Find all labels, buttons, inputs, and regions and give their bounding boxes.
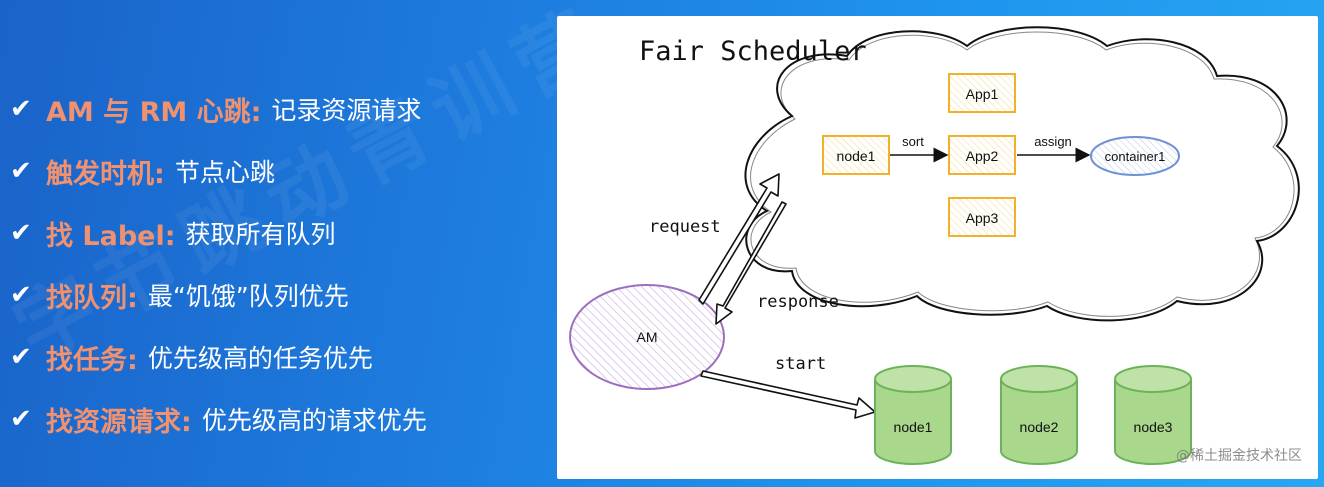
bullet-find-task: ✔ 找任务: 优先级高的任务优先 xyxy=(10,326,550,388)
bullet-key: AM 与 RM 心跳: xyxy=(46,96,262,128)
bullet-key: 找资源请求: xyxy=(46,406,192,438)
bullet-desc: 获取所有队列 xyxy=(185,220,336,249)
bullet-desc: 优先级高的请求优先 xyxy=(201,406,427,435)
sort-label: sort xyxy=(902,134,924,149)
bullet-am-rm-heartbeat: ✔ AM 与 RM 心跳: 记录资源请求 xyxy=(10,78,550,140)
bullet-key: 找队列: xyxy=(46,282,138,314)
bullet-key: 找 Label: xyxy=(46,220,176,252)
app-box-2 xyxy=(948,135,1016,175)
cloud-shape xyxy=(744,26,1300,322)
site-watermark: @稀土掘金技术社区 xyxy=(1176,448,1302,464)
checkmark-icon: ✔ xyxy=(10,218,32,248)
am-label: AM xyxy=(637,329,658,345)
container-ellipse xyxy=(1090,136,1180,176)
app-box-3-label: App3 xyxy=(966,210,999,226)
bullet-desc: 记录资源请求 xyxy=(271,96,422,125)
start-label: start xyxy=(775,354,826,374)
cylinder-node2: node2 xyxy=(1000,365,1078,465)
response-arrow xyxy=(715,201,787,325)
response-label: response xyxy=(757,292,839,312)
app-box-1-label: App1 xyxy=(966,86,999,102)
app-box-2-label: App2 xyxy=(966,148,999,164)
bullet-key: 触发时机: xyxy=(46,158,165,190)
request-arrow xyxy=(698,173,780,305)
cylinder-node1: node1 xyxy=(874,365,952,465)
bullet-desc: 优先级高的任务优先 xyxy=(147,344,373,373)
bullet-desc: 最“饥饿”队列优先 xyxy=(147,282,349,311)
checkmark-icon: ✔ xyxy=(10,342,32,372)
bullet-desc: 节点心跳 xyxy=(174,158,275,187)
checkmark-icon: ✔ xyxy=(10,94,32,124)
assign-label: assign xyxy=(1034,134,1072,149)
bullet-list: ✔ AM 与 RM 心跳: 记录资源请求 ✔ 触发时机: 节点心跳 ✔ 找 La… xyxy=(10,78,550,450)
cylinder-node1-label: node1 xyxy=(894,419,933,435)
node-box-label: node1 xyxy=(837,148,876,164)
request-label: request xyxy=(649,217,721,237)
bullet-find-label: ✔ 找 Label: 获取所有队列 xyxy=(10,202,550,264)
cylinder-node3-label: node3 xyxy=(1134,419,1173,435)
app-box-1 xyxy=(948,73,1016,113)
node-box xyxy=(822,135,890,175)
checkmark-icon: ✔ xyxy=(10,156,32,186)
diagram-panel: Fair Scheduler node1 App1 App2 App3 sort… xyxy=(557,16,1318,479)
diagram-title: Fair Scheduler xyxy=(639,36,867,67)
am-ellipse xyxy=(569,284,725,390)
container-label: container1 xyxy=(1105,149,1166,164)
checkmark-icon: ✔ xyxy=(10,404,32,434)
checkmark-icon: ✔ xyxy=(10,280,32,310)
bullet-key: 找任务: xyxy=(46,344,138,376)
start-arrow xyxy=(700,370,876,419)
bullet-find-request: ✔ 找资源请求: 优先级高的请求优先 xyxy=(10,388,550,450)
app-box-3 xyxy=(948,197,1016,237)
cylinder-node3: node3 xyxy=(1114,365,1192,465)
bullet-find-queue: ✔ 找队列: 最“饥饿”队列优先 xyxy=(10,264,550,326)
bullet-trigger-timing: ✔ 触发时机: 节点心跳 xyxy=(10,140,550,202)
scheduler-diagram: Fair Scheduler node1 App1 App2 App3 sort… xyxy=(569,26,1300,465)
cylinder-node2-label: node2 xyxy=(1020,419,1059,435)
